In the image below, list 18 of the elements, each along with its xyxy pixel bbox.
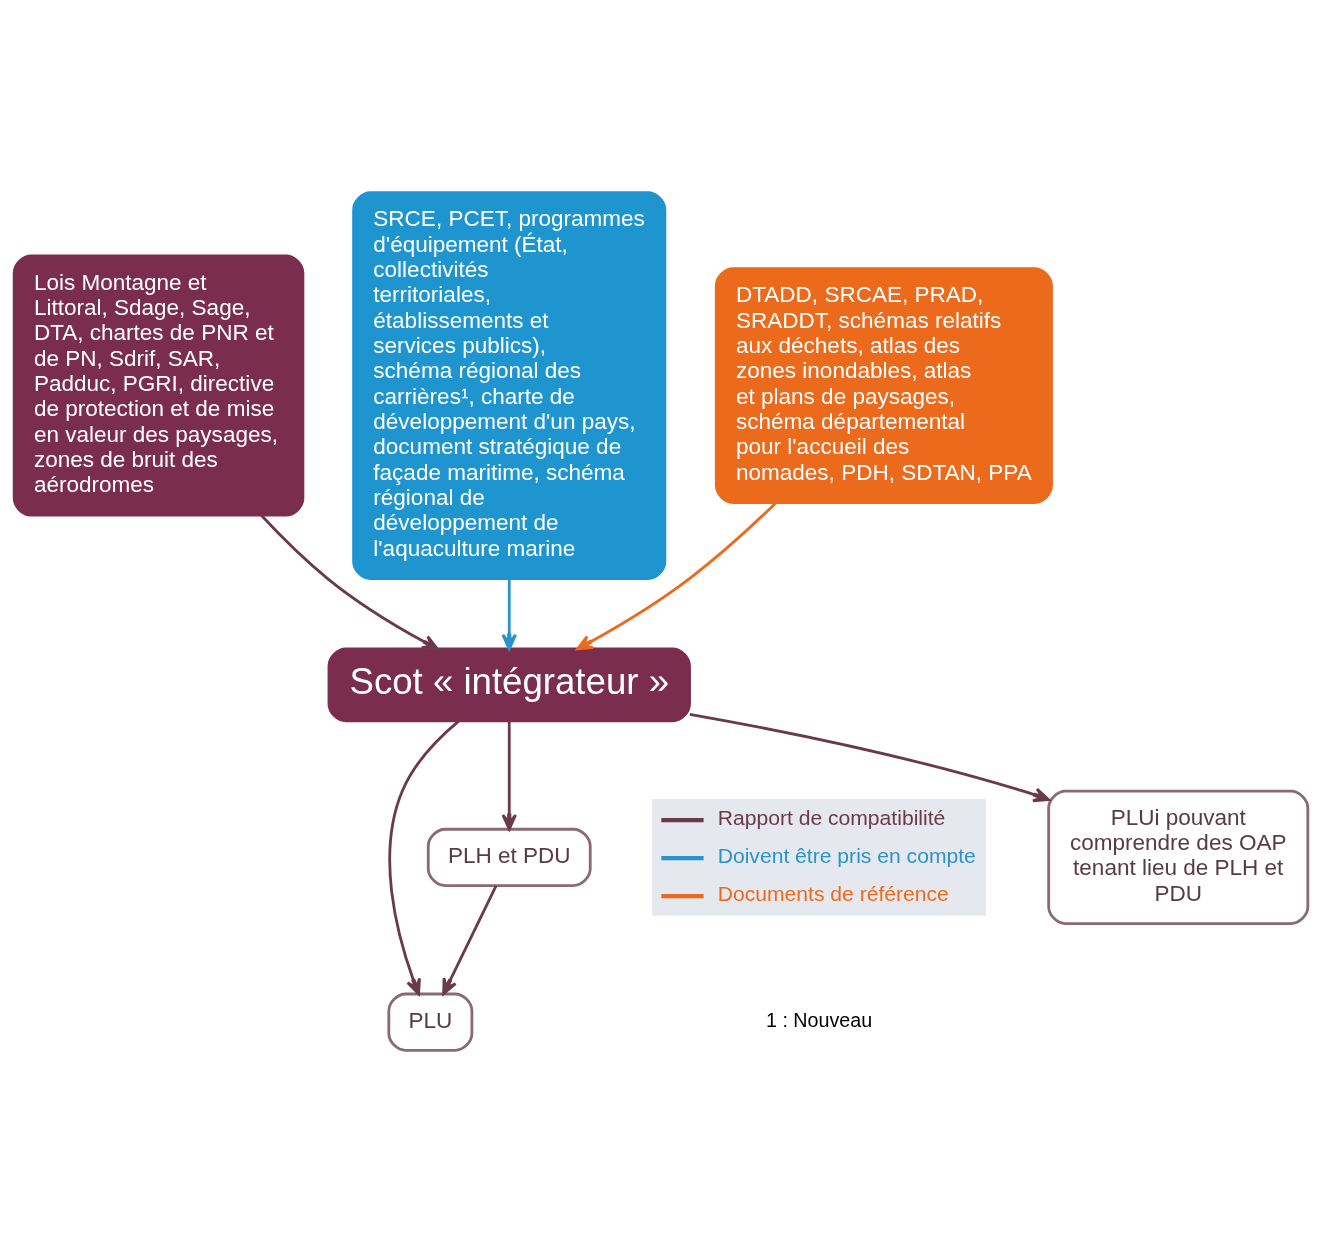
node-box: PLUi pouvant comprendre des OAP tenant lieu de PLH et PDU [1047, 789, 1310, 925]
legend-label: Documents de référence [717, 881, 949, 905]
node-box: PLH et PDU [426, 827, 592, 887]
legend-label: Doivent être pris en compte [717, 843, 976, 867]
arrow [442, 884, 498, 995]
node-box: SRCE, PCET, programmes d'équipement (État, collectivités territoriales, établissements et services publics), schéma régional des carrières¹, charte de développement d'un pays, document stratégique de façade maritime, schéma régional de développement de l'aquaculture marine [352, 190, 667, 580]
legend-label: Rapport de compatibilité [717, 805, 946, 829]
node-box: DTADD, SRCAE, PRAD, SRADDT, schémas relatifs aux déchets, atlas des zones inondables, atlas et plans de paysages, schéma départemental pour l'accueil des nomades, PDH, SDTAN, PPA [714, 266, 1053, 504]
node-box: PLU [387, 992, 474, 1052]
arrow [501, 578, 517, 650]
arrow [576, 501, 777, 650]
node-box: Scot « intégrateur » [327, 647, 691, 722]
label: 1 : Nouveau [765, 1008, 873, 1031]
arrow [501, 720, 517, 830]
node-box: Lois Montagne et Littoral, Sdage, Sage, DTA, chartes de PNR et de PN, Sdrif, SAR, Padduc, PGRI, directive de protection et de mise en valeur des paysages, zones de bruit des aérodromes [12, 254, 305, 517]
arrow [689, 712, 1050, 802]
arrow [260, 513, 439, 650]
arrow [388, 719, 460, 995]
